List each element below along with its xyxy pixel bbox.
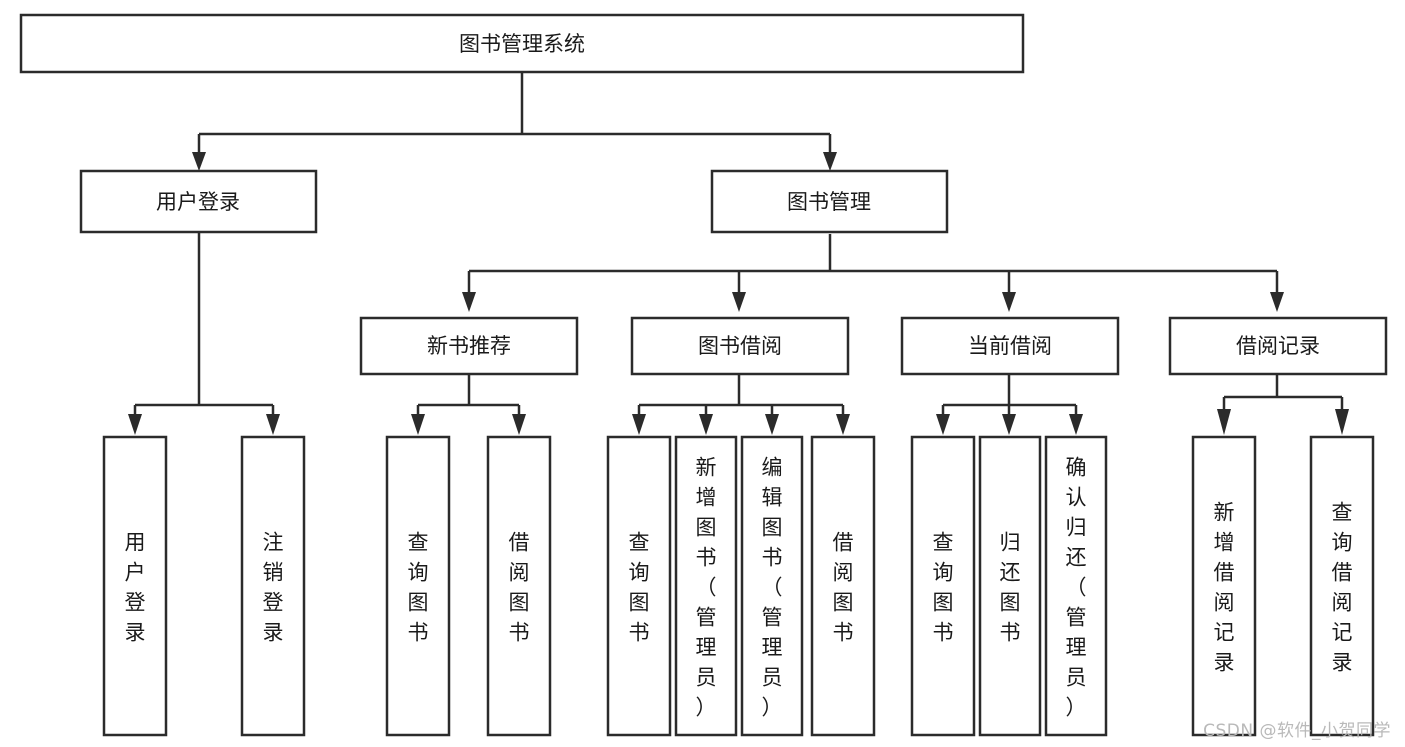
leaf-node-query-borrow-record-box: [1309, 435, 1375, 737]
arrow-to-leaf-user-login: [128, 414, 142, 435]
leaf-node-query-book-recommend-box: [385, 435, 451, 737]
leaf-node-logout[interactable]: 注销登录: [240, 435, 306, 737]
node-book-borrow-box: [630, 316, 850, 376]
leaf-node-borrow-book-borrow[interactable]: 借阅图书: [810, 435, 876, 737]
connector-root-to-level2: [197, 72, 832, 160]
arrow-to-leaf-return-book: [1002, 414, 1016, 435]
node-book-borrow-label: 图书借阅: [698, 334, 782, 358]
arrow-to-book-borrow: [732, 292, 746, 312]
leaf-node-add-book-admin[interactable]: 新增图书（管理员）: [674, 435, 738, 737]
arrow-to-user-login: [192, 152, 206, 171]
leaf-node-query-borrow-record-label: 查询借阅记录: [1332, 500, 1353, 674]
arrow-to-leaf-query-book-1: [411, 414, 425, 435]
leaf-node-edit-book-admin[interactable]: 编辑图书（管理员）: [740, 435, 804, 737]
leaf-node-query-book-borrow-box: [606, 435, 672, 737]
leaf-node-borrow-book-recommend-box: [486, 435, 552, 737]
leaf-node-confirm-return-admin-label: 确认归还（管理员）: [1066, 455, 1087, 719]
leaf-node-add-borrow-record-label: 新增借阅记录: [1214, 500, 1235, 674]
leaf-node-query-borrow-record[interactable]: 查询借阅记录: [1309, 435, 1375, 737]
connector-bookborrow-to-leaves: [637, 374, 845, 420]
node-current-borrow-box: [900, 316, 1120, 376]
node-user-login-label: 用户登录: [156, 190, 240, 214]
leaf-nodes-group: 用户登录 注销登录 查询图书 借阅图书 查询图书 新增图书（管理员）: [102, 435, 1375, 737]
leaf-node-add-borrow-record-box: [1191, 435, 1257, 737]
node-book-management-box: [710, 169, 949, 234]
connector-bookmanage-to-level3: [467, 234, 1279, 300]
connector-userlogin-to-leaves: [133, 232, 275, 420]
leaf-node-edit-book-admin-label: 编辑图书（管理员）: [762, 455, 783, 719]
arrow-to-leaf-confirm-return: [1069, 414, 1083, 435]
connector-borrowrecord-to-leaves: [1222, 374, 1344, 415]
leaf-node-add-book-admin-box: [674, 435, 738, 737]
node-borrow-record-box: [1168, 316, 1388, 376]
node-new-book-recommend-box: [359, 316, 579, 376]
arrow-to-leaf-query-record: [1335, 409, 1349, 435]
leaf-node-return-book-box: [978, 435, 1042, 737]
leaf-node-edit-book-admin-box: [740, 435, 804, 737]
node-root-book-management-system[interactable]: 图书管理系统: [19, 13, 1025, 74]
leaf-node-query-book-recommend-label: 查询图书: [408, 530, 429, 644]
node-borrow-record-label: 借阅记录: [1236, 334, 1320, 358]
node-new-book-recommend-label: 新书推荐: [427, 334, 511, 358]
arrow-to-leaf-borrow-book-2: [836, 414, 850, 435]
node-book-management-label: 图书管理: [787, 190, 871, 214]
arrow-to-new-book-recommend: [462, 292, 476, 312]
leaf-node-borrow-book-borrow-box: [810, 435, 876, 737]
node-borrow-record[interactable]: 借阅记录: [1168, 316, 1388, 376]
leaf-node-query-book-current-box: [910, 435, 976, 737]
arrow-to-borrow-record: [1270, 292, 1284, 312]
leaf-node-user-login[interactable]: 用户登录: [102, 435, 168, 737]
leaf-node-confirm-return-admin[interactable]: 确认归还（管理员）: [1044, 435, 1108, 737]
node-user-login-box: [79, 169, 318, 234]
arrow-to-leaf-add-record: [1217, 409, 1231, 435]
node-current-borrow-label: 当前借阅: [968, 334, 1052, 358]
node-current-borrow[interactable]: 当前借阅: [900, 316, 1120, 376]
leaf-node-logout-box: [240, 435, 306, 737]
arrow-to-current-borrow: [1002, 292, 1016, 312]
leaf-node-logout-label: 注销登录: [263, 530, 284, 644]
node-new-book-recommend[interactable]: 新书推荐: [359, 316, 579, 376]
arrow-to-leaf-query-book-2: [632, 414, 646, 435]
node-root-box: [19, 13, 1025, 74]
node-book-management[interactable]: 图书管理: [710, 169, 949, 234]
connector-newbook-to-leaves: [416, 374, 521, 420]
arrow-to-leaf-edit-book: [765, 414, 779, 435]
leaf-node-query-book-current-label: 查询图书: [933, 530, 954, 644]
node-user-login[interactable]: 用户登录: [79, 169, 318, 234]
arrow-to-leaf-query-book-3: [936, 414, 950, 435]
leaf-node-user-login-box: [102, 435, 168, 737]
arrow-to-book-manage: [823, 152, 837, 171]
leaf-node-add-book-admin-label: 新增图书（管理员）: [696, 455, 717, 719]
leaf-node-user-login-label: 用户登录: [125, 530, 146, 644]
leaf-node-borrow-book-recommend[interactable]: 借阅图书: [486, 435, 552, 737]
connectors-group: [128, 72, 1349, 435]
leaf-node-confirm-return-admin-box: [1044, 435, 1108, 737]
arrow-to-leaf-add-book: [699, 414, 713, 435]
leaf-node-query-book-borrow[interactable]: 查询图书: [606, 435, 672, 737]
leaf-node-return-book[interactable]: 归还图书: [978, 435, 1042, 737]
arrow-to-leaf-borrow-book-1: [512, 414, 526, 435]
node-root-label: 图书管理系统: [459, 32, 585, 56]
leaf-node-return-book-label: 归还图书: [1000, 530, 1021, 644]
leaf-node-query-book-current[interactable]: 查询图书: [910, 435, 976, 737]
leaf-node-add-borrow-record[interactable]: 新增借阅记录: [1191, 435, 1257, 737]
arrow-to-leaf-logout: [266, 414, 280, 435]
leaf-node-query-book-borrow-label: 查询图书: [629, 530, 650, 644]
leaf-node-borrow-book-recommend-label: 借阅图书: [509, 530, 530, 644]
connector-currentborrow-to-leaves: [941, 374, 1078, 420]
leaf-node-query-book-recommend[interactable]: 查询图书: [385, 435, 451, 737]
node-book-borrow[interactable]: 图书借阅: [630, 316, 850, 376]
leaf-node-borrow-book-borrow-label: 借阅图书: [833, 530, 854, 644]
